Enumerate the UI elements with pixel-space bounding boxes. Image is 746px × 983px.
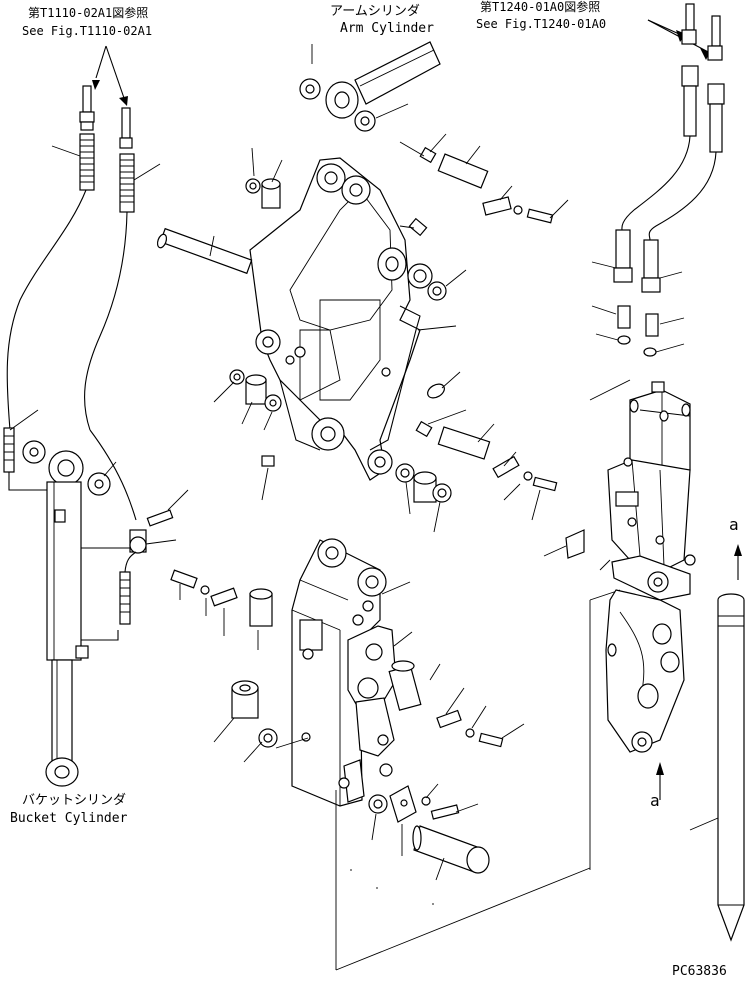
right-reference-en: See Fig.T1240-01A0 (476, 17, 607, 31)
bucket-cylinder-label-en: Bucket Cylinder (10, 811, 128, 826)
right-hose-assembly (591, 3, 725, 357)
bucket-cylinder-label-jp: バケットシリンダ (22, 793, 127, 808)
upper-bracket (156, 133, 569, 533)
bucket-cylinder (3, 409, 189, 787)
arm-cylinder (299, 41, 441, 132)
right-reference-jp: 第T1240-01A0図参照 (480, 0, 601, 14)
left-hose-assembly (6, 45, 161, 431)
hydraulic-breaker (543, 379, 742, 800)
view-mark-bottom: a (650, 791, 660, 810)
left-reference-jp: 第T1110-02A1図参照 (28, 6, 149, 20)
view-mark-top: a (729, 515, 739, 534)
arm-cylinder-label-jp: アームシリンダ (330, 4, 420, 19)
chisel-tool (689, 593, 745, 942)
drawing-code: PC63836 (672, 964, 727, 979)
left-reference-en: See Fig.T1110-02A1 (22, 24, 153, 38)
lower-bracket (170, 538, 621, 971)
arm-cylinder-label-en: Arm Cylinder (340, 21, 434, 36)
